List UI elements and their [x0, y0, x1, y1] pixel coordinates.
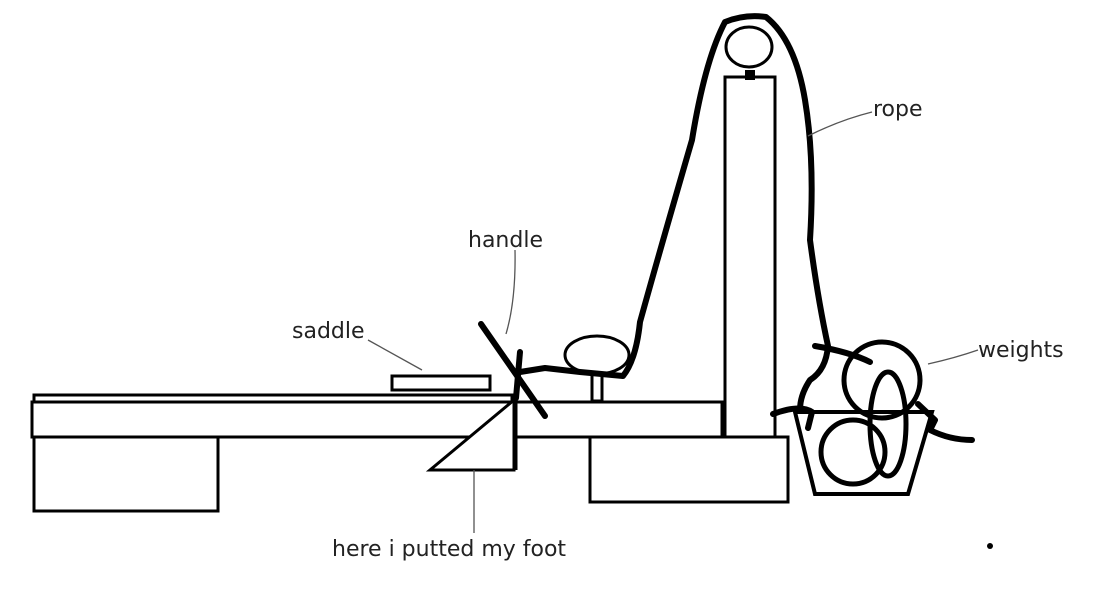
- saddle-label: saddle: [292, 319, 365, 344]
- rope-leader: [807, 111, 873, 137]
- weight-plate-bottom: [818, 417, 888, 487]
- tower: [723, 75, 777, 439]
- handle: [478, 321, 548, 419]
- weights-rope-ends: [770, 343, 975, 443]
- stray-dot: [987, 543, 993, 549]
- small-pulley-post: [590, 372, 604, 403]
- weight-loop: [867, 369, 909, 479]
- left-support-block: [32, 435, 220, 513]
- handle-grip: [513, 349, 523, 401]
- weight-plate-top: [841, 339, 923, 421]
- saddle-leader: [367, 339, 423, 371]
- weights-label: weights: [978, 338, 1064, 363]
- weights-basket: [792, 410, 935, 496]
- foot-rest: [425, 396, 516, 472]
- rope-label: rope: [873, 97, 923, 122]
- handle-leader: [505, 249, 516, 335]
- handle-label: handle: [468, 228, 543, 253]
- pulley-mount: [745, 70, 755, 80]
- small-pulley: [563, 334, 631, 376]
- rail: [30, 400, 724, 439]
- right-support-block: [588, 435, 790, 504]
- weights-leader: [927, 349, 979, 365]
- top-pulley: [724, 25, 774, 69]
- saddle: [390, 374, 492, 392]
- foot-label: here i putted my foot: [332, 537, 566, 562]
